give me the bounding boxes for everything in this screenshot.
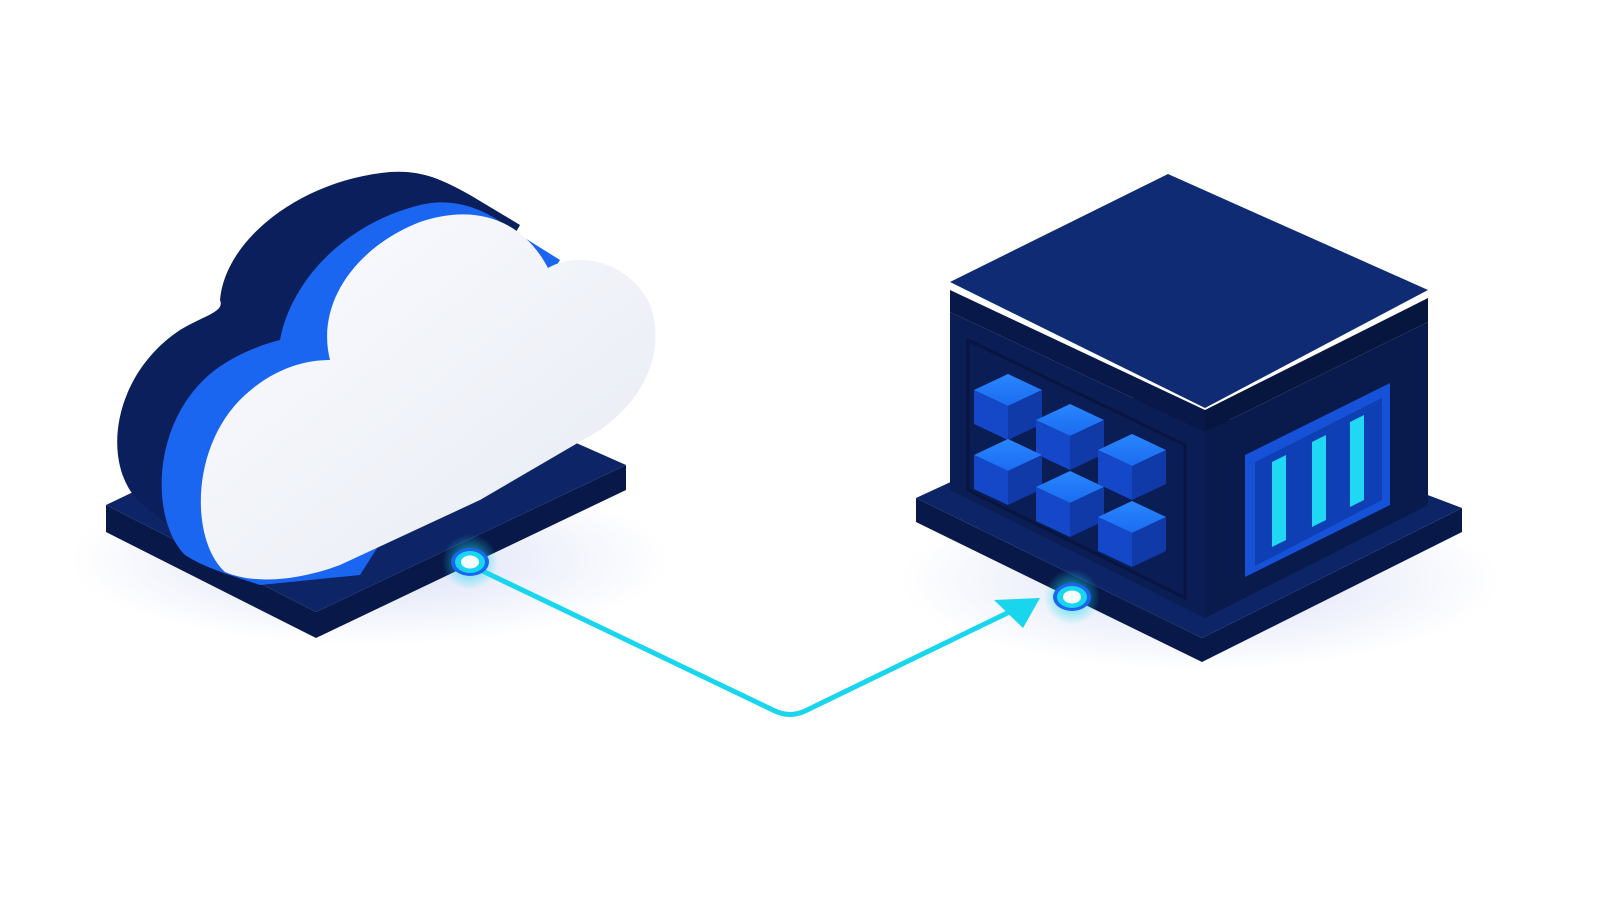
arrow-head xyxy=(994,598,1040,628)
cloud-node xyxy=(70,171,670,645)
connection-arrow xyxy=(467,562,1040,717)
server-connection-port xyxy=(1044,569,1100,625)
server-node xyxy=(900,174,1500,670)
server-status-panel xyxy=(1245,383,1390,577)
cloud-icon xyxy=(117,171,656,585)
cloud-connection-port xyxy=(442,534,498,590)
